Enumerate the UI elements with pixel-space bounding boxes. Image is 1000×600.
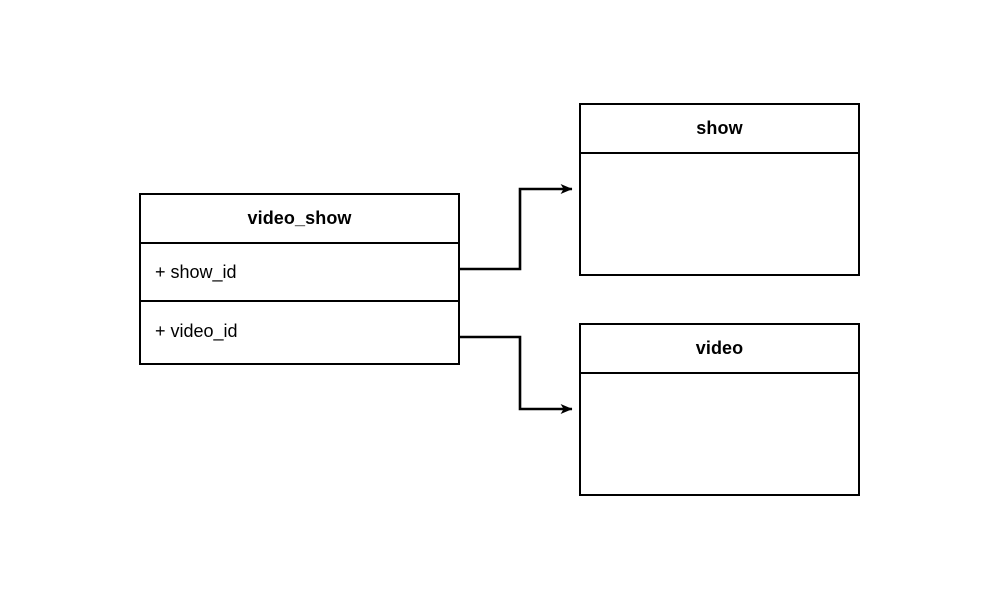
entity-show-body [581, 154, 858, 274]
entity-video-show-attribute-video-id[interactable]: + video_id [141, 302, 458, 361]
connector-video-show-to-video [460, 335, 573, 414]
entity-show[interactable]: show [579, 103, 860, 276]
entity-video-show-title: video_show [141, 195, 458, 244]
connector-video-show-to-show [460, 184, 573, 271]
entity-video-show[interactable]: video_show + show_id + video_id [139, 193, 460, 365]
entity-video-show-attribute-show-id[interactable]: + show_id [141, 244, 458, 302]
entity-show-title: show [581, 105, 858, 154]
entity-video-body [581, 374, 858, 494]
entity-video[interactable]: video [579, 323, 860, 496]
entity-video-title: video [581, 325, 858, 374]
